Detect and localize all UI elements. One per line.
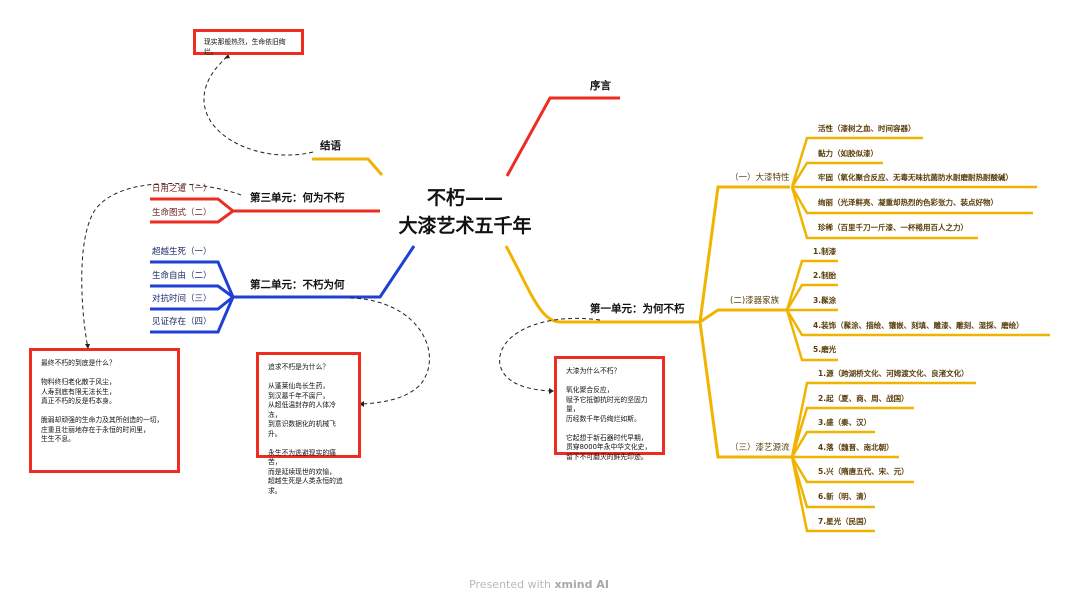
subtopic-unit3-2[interactable]: 生命图式（二） (152, 208, 212, 218)
central-topic-line1: 不朽—— (426, 187, 503, 209)
leaf-family-4[interactable]: 4.装饰（髹涂、描绘、镶嵌、刻填、雕漆、雕刻、湿採、磨绘） (813, 321, 1024, 330)
relation-unit3 (81, 183, 242, 349)
leaf-properties-4[interactable]: 绚丽（光泽鲜亮、凝重却热烈的色彩张力、装点好物） (818, 198, 998, 207)
branch-preface-line (505, 96, 620, 177)
leaf-properties-5[interactable]: 珍稀（百里千刀一斤漆、一杯棬用百人之力） (818, 223, 968, 232)
central-topic[interactable]: 不朽—— 大漆艺术五千年 (395, 184, 535, 240)
topic-preface[interactable]: 序言 (590, 80, 611, 92)
note-unit2[interactable]: 追求不朽是为什么？ 从蓬莱仙岛长生药， 到汉墓千年不腐尸， 从超低温封存的人体冷… (256, 352, 361, 495)
leaf-family-2[interactable]: 2.制胎 (813, 271, 837, 280)
leaf-history-7[interactable]: 7.星光（民国） (818, 517, 872, 526)
leaf-history-3[interactable]: 3.盛（秦、汉） (818, 418, 872, 427)
subtopic-unit2-1[interactable]: 超越生死（一） (152, 247, 212, 257)
leaf-history-5[interactable]: 5.兴（隋唐五代、宋、元） (818, 467, 909, 476)
footer-credit: Presented with xmind AI (0, 578, 1078, 591)
topic-unit1[interactable]: 第一单元：为何不朽 (590, 303, 685, 315)
leaf-properties-3[interactable]: 牢固（氧化聚合反应、无毒无味抗菌防水耐磨耐热耐酸碱） (818, 173, 1013, 182)
central-topic-line2: 大漆艺术五千年 (398, 215, 532, 237)
leaf-properties-1[interactable]: 活性（漆树之血、时间容器） (818, 124, 916, 133)
footer-prefix: Presented with (469, 578, 555, 591)
subtopic-unit2-4[interactable]: 见证存在（四） (152, 317, 212, 327)
subtopic-unit2-3[interactable]: 对抗时间（三） (152, 294, 212, 304)
branch-conclusion-line (312, 157, 384, 176)
topic-unit3[interactable]: 第三单元：何为不朽 (250, 192, 345, 204)
branch-unit2-line (233, 245, 416, 299)
topic-conclusion[interactable]: 结语 (320, 140, 341, 152)
leaf-family-3[interactable]: 3.髹涂 (813, 296, 837, 305)
note-unit1[interactable]: 大漆为什么不朽？ 氧化聚合反应， 赋予它抵御抗时光的坚固力量， 历经数千年仍绚烂… (554, 356, 665, 461)
relation-unit2 (349, 297, 430, 405)
leaf-family-5[interactable]: 5.磨光 (813, 345, 837, 354)
branch-unit1-line (504, 245, 700, 324)
leaf-history-2[interactable]: 2.起（夏、商、周、战国） (818, 394, 909, 403)
note-unit3[interactable]: 最终不朽的到底是什么？ 物料终归老化散于风尘， 人寿到底有限无法长生， 真正不朽… (29, 348, 180, 473)
subtopic-unit3-1[interactable]: 日用之道（一） (152, 184, 212, 194)
relation-unit1 (499, 317, 601, 392)
section-family[interactable]: (二)漆器家族 (730, 296, 780, 306)
footer-brand[interactable]: xmind AI (554, 578, 609, 591)
relation-conclusion (203, 54, 314, 156)
leaf-history-1[interactable]: 1.源（跨湖桥文化、河姆渡文化、良渚文化） (818, 369, 969, 378)
topic-unit2[interactable]: 第二单元：不朽为何 (250, 279, 345, 291)
section-properties[interactable]: （一）大漆特性 (730, 173, 790, 183)
subtopic-unit2-2[interactable]: 生命自由（二） (152, 271, 212, 281)
leaf-history-6[interactable]: 6.新（明、清） (818, 492, 872, 501)
leaf-history-4[interactable]: 4.落（魏晋、南北朝） (818, 443, 894, 452)
note-conclusion[interactable]: 现实那般热烈，生命依旧绚烂。 (193, 29, 304, 56)
leaf-family-1[interactable]: 1.制漆 (813, 247, 837, 256)
leaf-properties-2[interactable]: 黏力（如胶似漆） (818, 149, 878, 158)
section-history[interactable]: （三）漆艺源流 (730, 443, 790, 453)
